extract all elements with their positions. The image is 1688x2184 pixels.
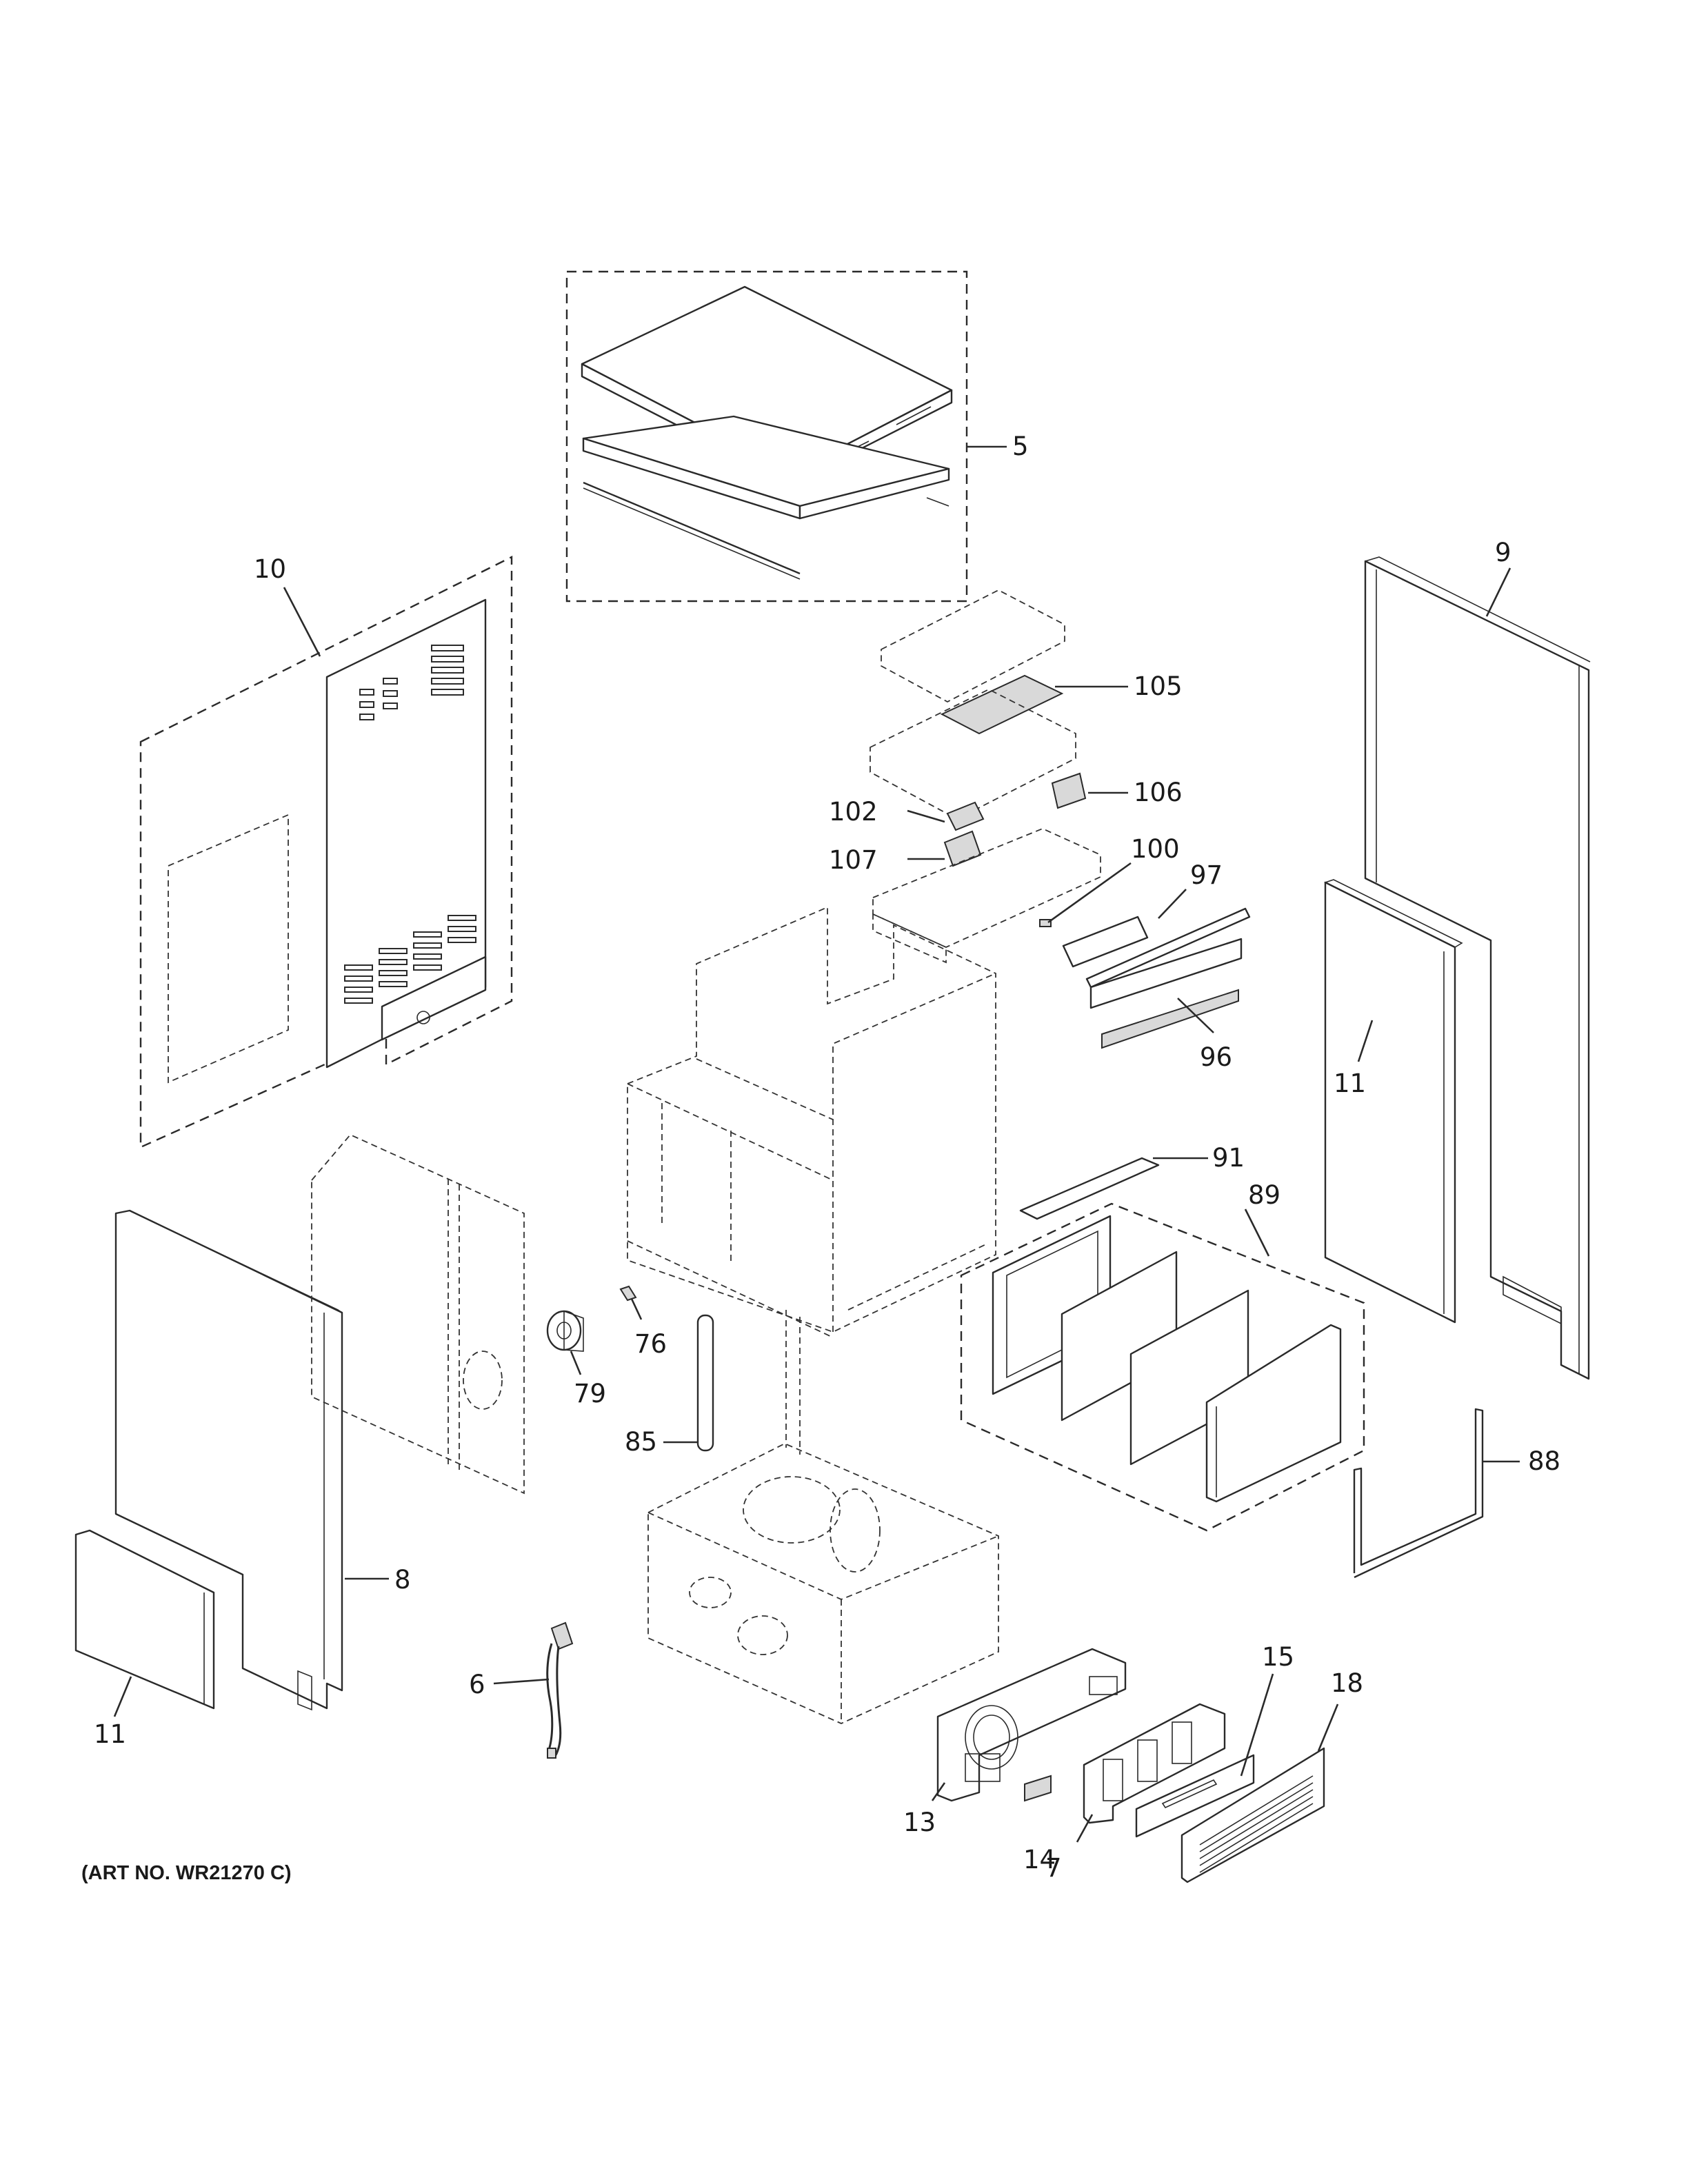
part-85-drain-tube[interactable]: [696, 1314, 714, 1452]
label-15: 15: [1262, 1642, 1294, 1672]
part-97-display-board[interactable]: [1062, 916, 1149, 968]
part-100-sensor[interactable]: [1039, 919, 1052, 927]
part-96-control-panel-trim[interactable]: [1085, 907, 1251, 1049]
label-100: 100: [1131, 834, 1180, 864]
label-11-right: 11: [1334, 1069, 1366, 1098]
part-79-fan-motor[interactable]: [546, 1310, 584, 1352]
part-6-power-cord[interactable]: [546, 1621, 574, 1759]
label-9: 9: [1495, 538, 1511, 567]
control-housing-frame: [872, 828, 1101, 964]
part-8-left-side-panel[interactable]: [114, 1209, 343, 1711]
part-11-left-lower-cover[interactable]: [74, 1529, 215, 1710]
label-14: 14: [1023, 1845, 1056, 1874]
label-89: 89: [1248, 1180, 1280, 1210]
label-11-left: 11: [94, 1719, 126, 1749]
part-106-switch-bracket[interactable]: [1051, 772, 1087, 809]
label-91: 91: [1212, 1143, 1245, 1173]
part-91-top-strip[interactable]: [1019, 1157, 1160, 1220]
label-5: 5: [1012, 432, 1029, 461]
part-89-door-glass-assembly[interactable]: [960, 1202, 1365, 1532]
label-18: 18: [1331, 1668, 1363, 1698]
label-102: 102: [829, 797, 878, 827]
part-7-lower-housing[interactable]: [1083, 1703, 1226, 1824]
label-85: 85: [625, 1427, 657, 1457]
part-76-clip[interactable]: [619, 1285, 637, 1302]
label-76: 76: [634, 1329, 667, 1359]
label-88: 88: [1528, 1446, 1560, 1476]
label-7: 7: [1045, 1853, 1062, 1883]
part-105-control-board-assembly[interactable]: [870, 589, 1076, 820]
label-107: 107: [829, 845, 878, 875]
label-79: 79: [574, 1379, 606, 1408]
part-5-top-cover-assembly[interactable]: [565, 270, 968, 603]
part-9-right-side-panel[interactable]: [1364, 556, 1591, 1380]
label-106: 106: [1134, 778, 1183, 807]
part-10-rear-panel-assembly[interactable]: [139, 556, 513, 1149]
part-15-filter-panel[interactable]: [1135, 1754, 1255, 1838]
label-8: 8: [394, 1565, 411, 1595]
part-14-small-plate[interactable]: [1024, 1775, 1052, 1802]
label-96: 96: [1200, 1042, 1232, 1072]
base-compressor-assembly: [647, 1310, 999, 1724]
inner-liner-cabinet: [627, 906, 996, 1338]
label-10: 10: [254, 554, 286, 584]
inner-side-liner: [311, 1133, 525, 1495]
label-97: 97: [1190, 860, 1223, 890]
part-18-grille[interactable]: [1180, 1747, 1325, 1883]
part-88-door-gasket[interactable]: [1353, 1408, 1484, 1579]
part-11-right-lower-cover[interactable]: [1323, 879, 1463, 1324]
part-102-switch[interactable]: [946, 801, 985, 831]
label-13: 13: [903, 1808, 936, 1837]
art-number: (ART NO. WR21270 C): [81, 1862, 292, 1884]
label-6: 6: [469, 1670, 485, 1699]
part-13-condenser-shroud[interactable]: [936, 1648, 1127, 1802]
label-105: 105: [1134, 671, 1183, 701]
